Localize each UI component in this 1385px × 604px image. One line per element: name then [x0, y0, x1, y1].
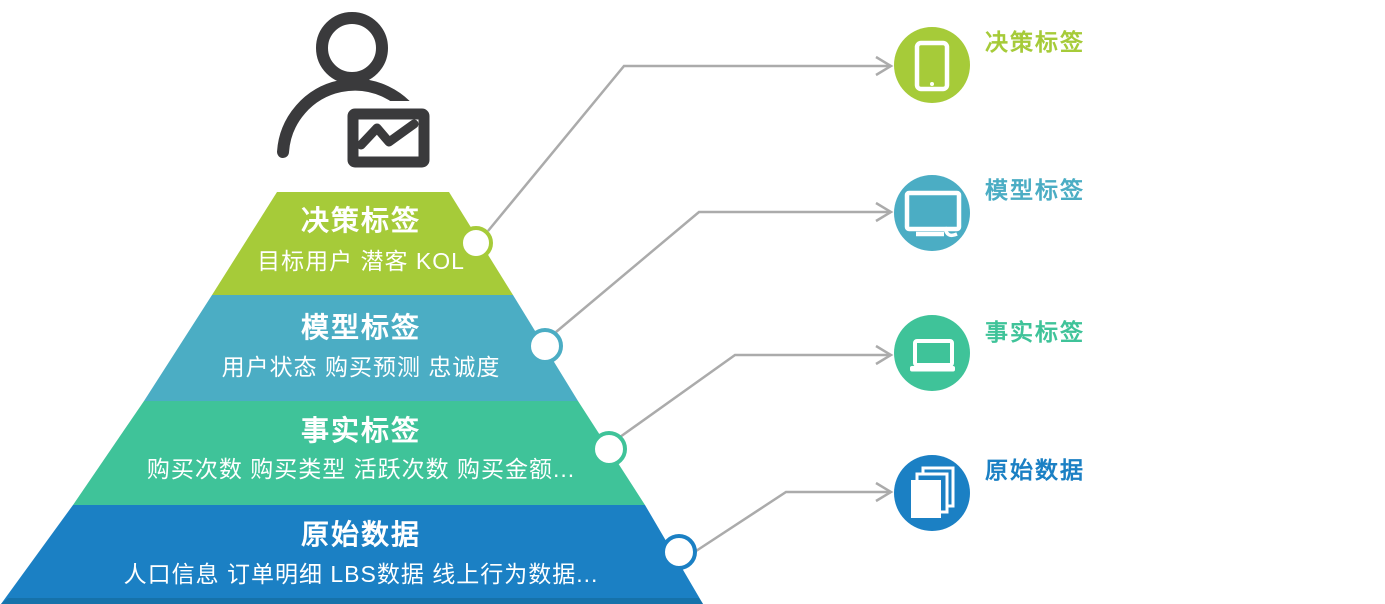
- edge-node-decision: [459, 226, 493, 260]
- chart-zigzag-line: [356, 119, 419, 150]
- arrowhead-decision: [875, 55, 894, 77]
- connector-decision: [487, 64, 890, 232]
- arrowhead-raw: [875, 481, 894, 503]
- pyramid-layer-fact: [73, 401, 645, 505]
- connector-lines: [487, 55, 894, 553]
- legend-label-fact: 事实标签: [985, 319, 1085, 345]
- legend-node-decision: [894, 27, 970, 103]
- legend-circle-decision: [894, 27, 970, 103]
- connector-model: [555, 210, 890, 333]
- legend-node-model: [894, 175, 970, 251]
- arrowhead-model: [875, 201, 894, 223]
- connector-raw: [695, 490, 890, 553]
- pyramid-layer-raw: [1, 505, 703, 604]
- user-with-chart-icon: [277, 12, 437, 175]
- laptop-icon: [910, 339, 955, 372]
- legend-node-fact: [894, 315, 970, 391]
- edge-node-raw: [661, 534, 697, 570]
- monitor-icon: [904, 190, 962, 238]
- pyramid-base-shadow: [1, 598, 703, 604]
- edge-node-model: [527, 328, 563, 364]
- pyramid-layer-model: [144, 295, 578, 401]
- legend-circle-fact: [894, 315, 970, 391]
- legend-node-raw: [894, 455, 970, 531]
- connector-fact: [619, 353, 890, 439]
- legend-label-model: 模型标签: [985, 177, 1085, 203]
- person-head: [316, 12, 388, 84]
- legend-label-decision: 决策标签: [985, 29, 1085, 55]
- tablet-icon: [914, 40, 950, 92]
- edge-node-fact: [591, 431, 627, 467]
- legend-label-raw: 原始数据: [985, 457, 1085, 483]
- pyramid-layer-decision: [212, 192, 513, 295]
- documents-icon: [911, 466, 955, 518]
- arrowhead-fact: [875, 344, 894, 366]
